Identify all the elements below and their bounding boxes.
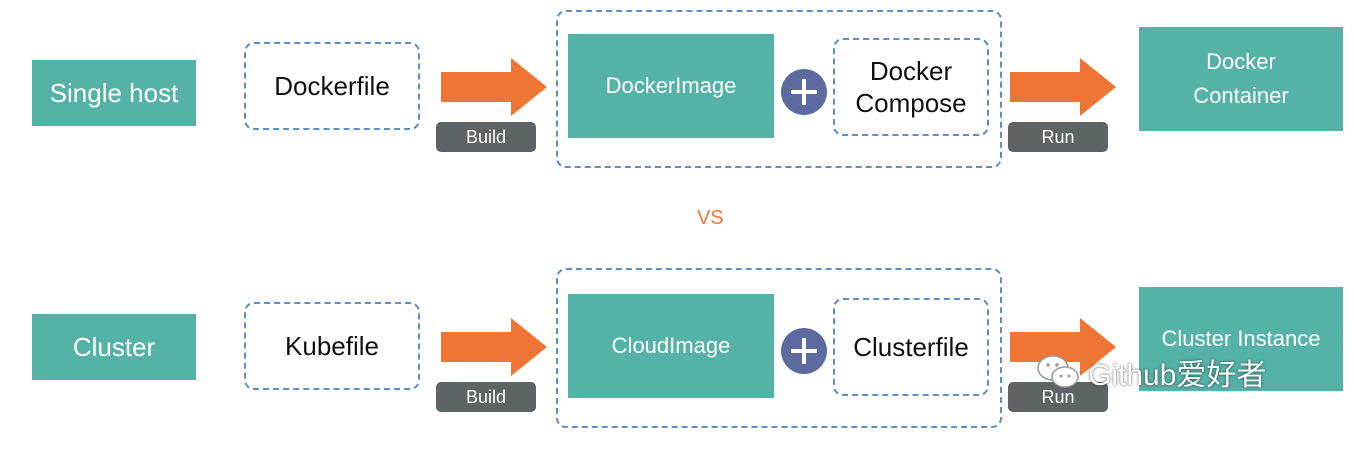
- cluster-instance-box: Cluster Instance: [1139, 287, 1343, 391]
- docker-container-box: Docker Container: [1139, 27, 1343, 131]
- run-arrow-1: [1010, 58, 1116, 116]
- watermark-text: Github爱好者: [1088, 359, 1267, 392]
- image-group-2: [556, 268, 1002, 428]
- cluster-label: Cluster: [32, 314, 196, 380]
- single-host-label: Single host: [32, 60, 196, 126]
- run-arrow-2: [1010, 318, 1116, 376]
- kubefile-box: Kubefile: [244, 302, 420, 390]
- docker-compose-box: Docker Compose: [833, 38, 989, 136]
- plus-icon: [781, 328, 827, 374]
- run-tag-2: Run: [1008, 382, 1108, 412]
- wechat-icon: [1036, 353, 1080, 391]
- clusterfile-box: Clusterfile: [833, 298, 989, 396]
- build-tag-2: Build: [436, 382, 536, 412]
- vs-label: VS: [697, 207, 724, 229]
- plus-icon: [781, 69, 827, 115]
- build-arrow-1: [441, 58, 547, 116]
- build-tag-1: Build: [436, 122, 536, 152]
- watermark: Github爱好者: [1036, 350, 1266, 394]
- image-group-1: [556, 10, 1002, 168]
- docker-image-box: DockerImage: [568, 34, 774, 138]
- build-arrow-2: [441, 318, 547, 376]
- cloud-image-box: CloudImage: [568, 294, 774, 398]
- run-tag-1: Run: [1008, 122, 1108, 152]
- dockerfile-box: Dockerfile: [244, 42, 420, 130]
